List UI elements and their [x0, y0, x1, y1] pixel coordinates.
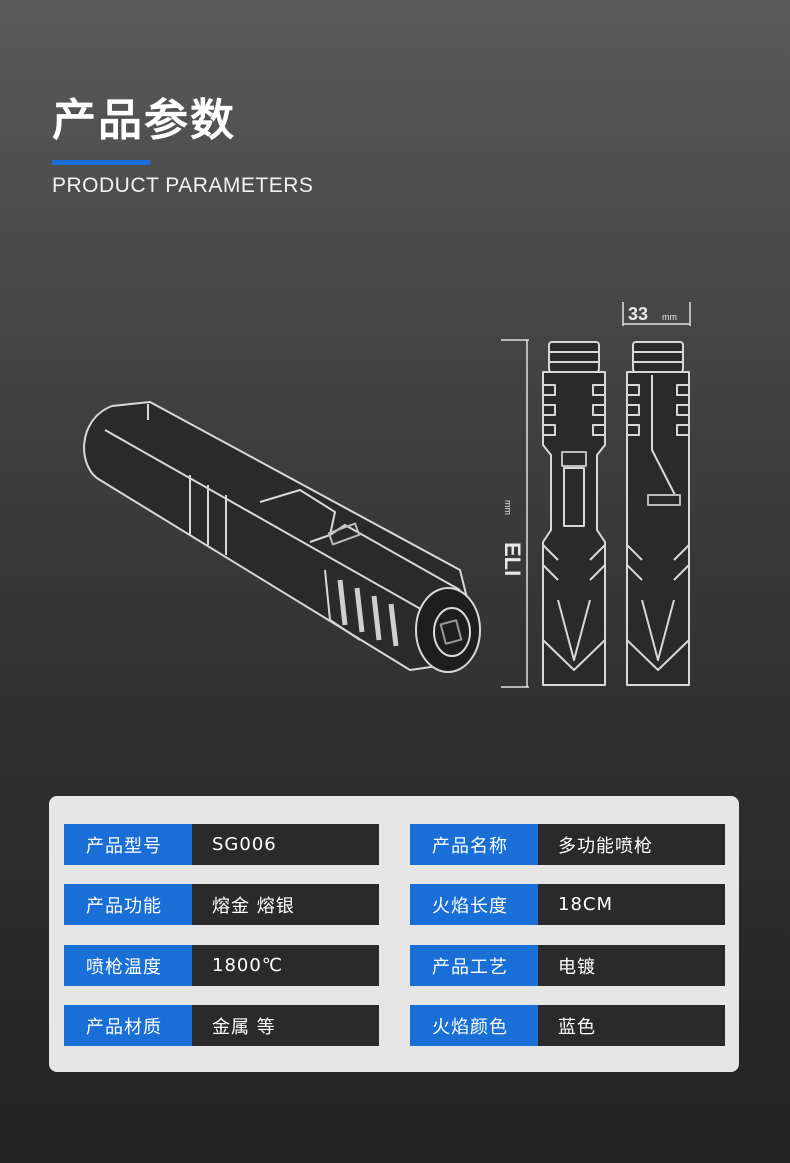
page-subtitle: PRODUCT PARAMETERS — [52, 174, 314, 197]
param-key-temperature: 喷枪温度 — [64, 945, 192, 986]
param-row: 产品型号 SG006 产品名称 多功能喷枪 — [64, 824, 725, 865]
parameters-panel: 产品型号 SG006 产品名称 多功能喷枪 产品功能 熔金 熔银 火焰长度 18… — [49, 796, 739, 1072]
width-dimension-line — [622, 302, 691, 326]
param-value-material: 金属 等 — [192, 1005, 379, 1046]
param-value-function: 熔金 熔银 — [192, 884, 379, 925]
param-key-process: 产品工艺 — [410, 945, 538, 986]
param-key-flame-length: 火焰长度 — [410, 884, 538, 925]
param-value-model: SG006 — [192, 824, 379, 865]
param-key-name: 产品名称 — [410, 824, 538, 865]
param-value-temperature: 1800℃ — [192, 945, 379, 986]
param-key-material: 产品材质 — [64, 1005, 192, 1046]
height-dimension-unit: mm — [503, 500, 513, 515]
param-key-flame-color: 火焰颜色 — [410, 1005, 538, 1046]
torch-side-view-icon — [626, 341, 690, 686]
height-dimension-line — [501, 339, 529, 688]
param-value-process: 电镀 — [538, 945, 725, 986]
page-title: 产品参数 — [52, 95, 236, 146]
param-value-flame-length: 18CM — [538, 884, 725, 925]
height-dimension-label: ELI — [500, 542, 525, 576]
product-illustration: ELI mm 33 mm — [83, 302, 691, 688]
param-value-name: 多功能喷枪 — [538, 824, 725, 865]
param-row: 产品功能 熔金 熔银 火焰长度 18CM — [64, 884, 725, 925]
param-key-function: 产品功能 — [64, 884, 192, 925]
width-dimension-label: 33 — [628, 304, 648, 324]
param-key-model: 产品型号 — [64, 824, 192, 865]
param-row: 喷枪温度 1800℃ 产品工艺 电镀 — [64, 945, 725, 986]
torch-front-view-icon — [542, 341, 606, 686]
torch-perspective-icon — [83, 401, 481, 673]
width-dimension-unit: mm — [662, 312, 677, 322]
title-accent-bar — [52, 160, 150, 165]
param-value-flame-color: 蓝色 — [538, 1005, 725, 1046]
param-row: 产品材质 金属 等 火焰颜色 蓝色 — [64, 1005, 725, 1046]
